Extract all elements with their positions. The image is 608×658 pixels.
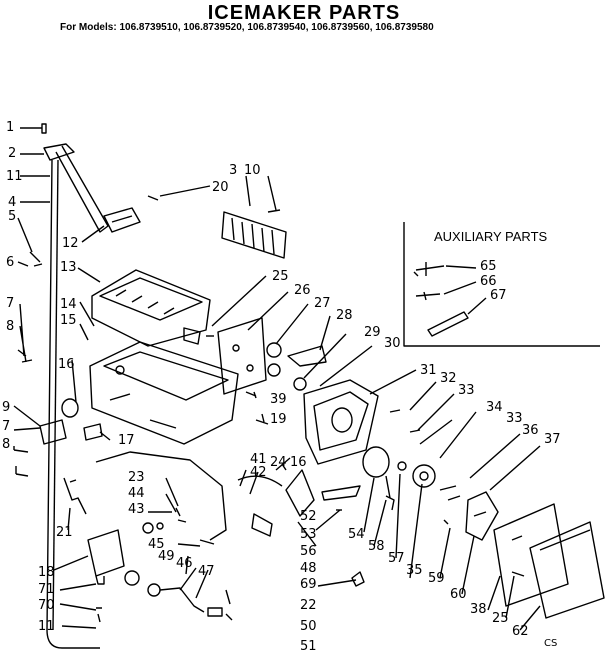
callout-36: 36 (522, 423, 539, 438)
callout-58: 58 (368, 539, 385, 554)
drive-gear (412, 464, 436, 488)
callout-21: 21 (56, 525, 73, 540)
auxiliary-parts-title: AUXILIARY PARTS (434, 229, 548, 244)
callout-18: 18 (38, 565, 55, 580)
callout-11: 11 (6, 169, 23, 184)
callout-11b: 11 (38, 619, 55, 634)
callout-66: 66 (480, 274, 497, 289)
callout-29: 29 (364, 325, 381, 340)
callout-54: 54 (348, 527, 365, 542)
mounting-plate (217, 317, 267, 395)
callout-22: 22 (300, 598, 317, 613)
callout-16: 16 (58, 357, 75, 372)
callout-41: 41 (250, 452, 267, 467)
callout-23: 23 (128, 470, 145, 485)
callout-47: 47 (198, 564, 215, 579)
callout-3: 3 (229, 163, 238, 178)
callout-15: 15 (60, 313, 77, 328)
callout-52: 52 (300, 509, 317, 524)
callout-14: 14 (60, 297, 77, 312)
front-cover (529, 521, 605, 619)
callout-2: 2 (8, 146, 17, 161)
callout-33: 33 (458, 383, 475, 398)
callout-17: 17 (118, 433, 135, 448)
callout-56: 56 (300, 544, 317, 559)
callout-59: 59 (428, 571, 445, 586)
aux-part-65 (413, 262, 445, 277)
callout-34: 34 (486, 400, 503, 415)
callout-16b: 16 (290, 455, 307, 470)
aux-part-67 (427, 311, 469, 337)
callout-19: 19 (270, 412, 287, 427)
callout-25b: 25 (492, 611, 509, 626)
shield-3 (221, 211, 287, 259)
screw-1 (30, 123, 47, 134)
callout-70: 70 (38, 598, 55, 613)
motor (362, 446, 390, 478)
motor-cover (465, 491, 499, 541)
callout-10: 10 (244, 163, 261, 178)
inlet-fitting (159, 587, 205, 613)
ice-mold (91, 269, 211, 347)
callout-50: 50 (300, 619, 317, 634)
cover-plate (493, 503, 569, 607)
callout-49: 49 (158, 549, 175, 564)
callout-13: 13 (60, 260, 77, 275)
page-title: ICEMAKER PARTS (207, 2, 401, 24)
callout-8: 8 (6, 319, 15, 334)
callout-48: 48 (300, 561, 317, 576)
callout-4: 4 (8, 195, 17, 210)
callout-51: 51 (300, 639, 317, 654)
aux-part-66 (415, 291, 441, 301)
callout-12: 12 (62, 236, 79, 251)
callout-37: 37 (544, 432, 561, 447)
callout-6: 6 (6, 255, 15, 270)
callout-33b: 33 (506, 411, 523, 426)
water-valve (87, 529, 125, 577)
callout-24: 24 (270, 455, 287, 470)
callout-39: 39 (270, 392, 287, 407)
callout-8b: 8 (2, 437, 11, 452)
callout-62: 62 (512, 624, 529, 639)
model-list: For Models: 106.8739510, 106.8739520, 10… (60, 22, 434, 33)
callout-32: 32 (440, 371, 457, 386)
callout-20: 20 (212, 180, 229, 195)
callout-53: 53 (300, 527, 317, 542)
callout-1: 1 (6, 120, 15, 135)
callout-5: 5 (8, 209, 17, 224)
callout-71: 71 (38, 582, 55, 597)
callout-28: 28 (336, 308, 353, 323)
callout-7: 7 (6, 296, 15, 311)
callout-46: 46 (176, 556, 193, 571)
callout-42: 42 (250, 465, 267, 480)
auxiliary-parts-bracket (403, 222, 600, 347)
callout-7b: 7 (2, 419, 11, 434)
callout-43: 43 (128, 502, 145, 517)
callout-30: 30 (384, 336, 401, 351)
callout-45: 45 (148, 537, 165, 552)
control-housing (303, 379, 379, 465)
callout-44: 44 (128, 486, 145, 501)
callout-9: 9 (2, 400, 11, 415)
callout-57: 57 (388, 551, 405, 566)
callout-67: 67 (490, 288, 507, 303)
tube-cap (43, 143, 75, 161)
callout-38: 38 (470, 602, 487, 617)
gear-27 (266, 342, 282, 358)
thermostat-bracket (39, 419, 67, 445)
callout-25: 25 (272, 269, 289, 284)
callout-27: 27 (314, 296, 331, 311)
callout-65: 65 (480, 259, 497, 274)
footnote-code: CS (544, 638, 558, 649)
callout-26: 26 (294, 283, 311, 298)
callout-35: 35 (406, 563, 423, 578)
callout-60: 60 (450, 587, 467, 602)
fill-tube (46, 159, 100, 649)
bracket-12 (103, 207, 141, 233)
mold-housing (89, 341, 239, 445)
callout-69: 69 (300, 577, 317, 592)
callout-31: 31 (420, 363, 437, 378)
wiring-harness (95, 451, 227, 541)
